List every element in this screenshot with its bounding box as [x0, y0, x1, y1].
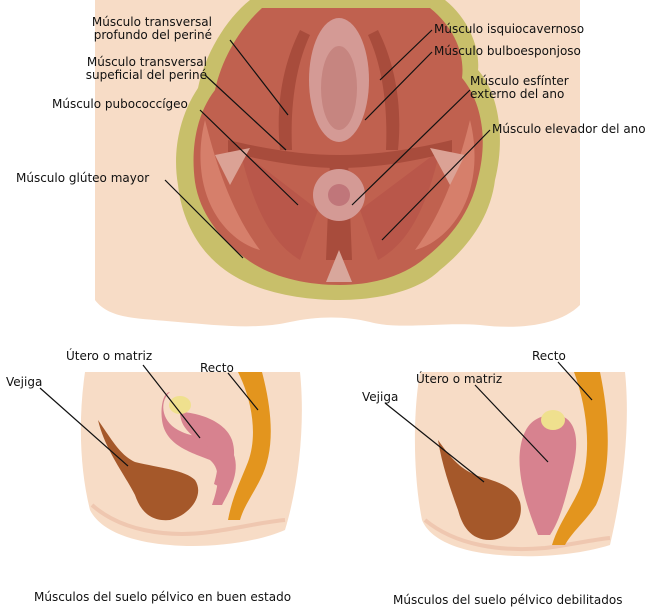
- healthy-label-utero: Útero o matriz: [66, 350, 152, 363]
- weakened-ovary: [541, 410, 565, 430]
- label-transverso-profundo-line2: profundo del periné: [62, 29, 212, 42]
- healthy-caption: Músculos del suelo pélvico en buen estad…: [34, 590, 291, 604]
- label-transverso-superficial-line2: supeficial del periné: [62, 69, 207, 82]
- weakened-label-vejiga: Vejiga: [362, 391, 398, 404]
- weakened-label-utero: Útero o matriz: [416, 373, 502, 386]
- healthy-diagram: [81, 372, 302, 546]
- label-isquiocavernoso: Músculo isquiocavernoso: [434, 23, 584, 36]
- label-transverso-superficial: Músculo transversal supeficial del perin…: [62, 56, 207, 82]
- label-bulboesponjoso: Músculo bulboesponjoso: [434, 45, 581, 58]
- weakened-diagram: [415, 372, 627, 556]
- weakened-caption: Músculos del suelo pélvico debilitados: [393, 593, 622, 607]
- label-elevador-ano: Músculo elevador del ano: [492, 123, 646, 136]
- vaginal-inner: [321, 46, 357, 130]
- healthy-label-recto: Recto: [200, 362, 234, 375]
- label-esfinter-line2: externo del ano: [470, 88, 569, 101]
- label-gluteo-mayor: Músculo glúteo mayor: [16, 172, 149, 185]
- healthy-ovary: [169, 396, 191, 414]
- healthy-label-vejiga: Vejiga: [6, 376, 42, 389]
- label-pubococcigeo: Músculo pubococcígeo: [52, 98, 188, 111]
- label-esfinter: Músculo esfínter externo del ano: [470, 75, 569, 101]
- label-transverso-profundo: Músculo transversal profundo del periné: [62, 16, 212, 42]
- anus: [328, 184, 350, 206]
- weakened-label-recto: Recto: [532, 350, 566, 363]
